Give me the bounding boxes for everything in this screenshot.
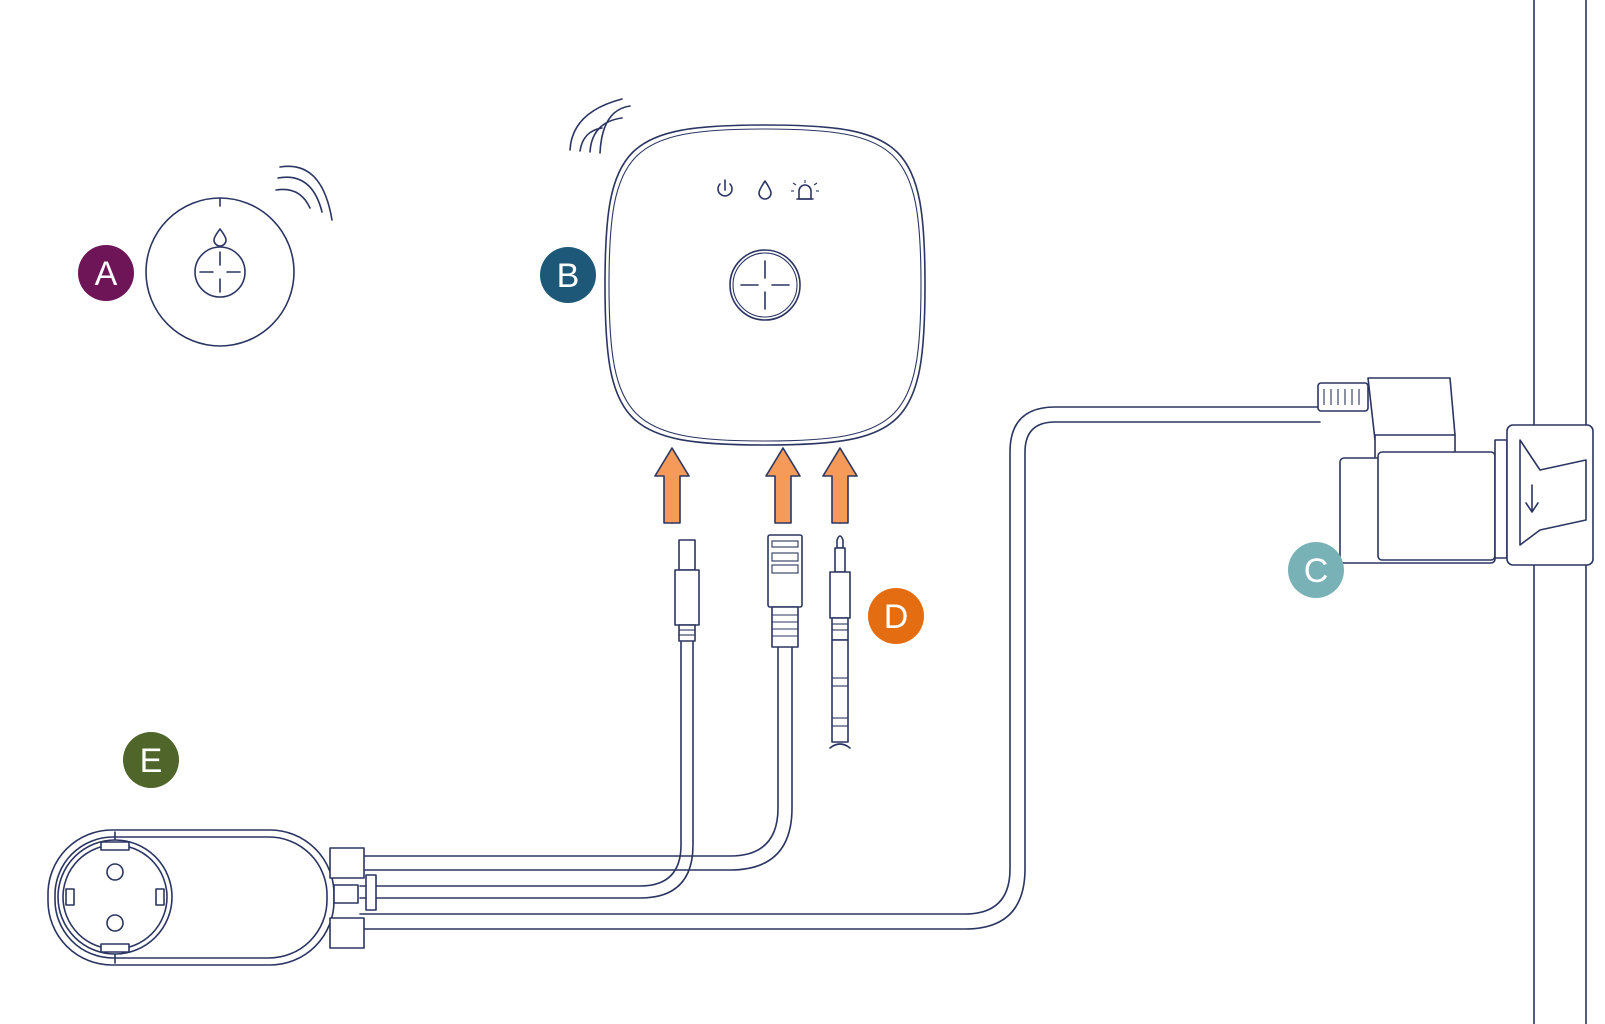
schuko-socket xyxy=(57,839,173,955)
badge-c: C xyxy=(1288,542,1344,598)
hub-button xyxy=(729,249,801,321)
badge-e: E xyxy=(123,732,179,788)
wireless-signal-icon xyxy=(569,98,631,154)
badge-b-label: B xyxy=(557,257,580,295)
arrow-power xyxy=(654,447,690,524)
network-cable xyxy=(359,644,793,871)
dc-plug xyxy=(674,539,700,642)
hub-device xyxy=(569,98,926,446)
power-cable xyxy=(359,641,694,899)
badge-c-label: C xyxy=(1304,552,1329,590)
arrow-network xyxy=(765,447,801,524)
alarm-icon xyxy=(791,180,819,200)
badge-a-label: A xyxy=(95,255,118,293)
network-plug xyxy=(767,534,803,648)
arrow-audio xyxy=(822,447,858,524)
water-drop-icon xyxy=(758,180,772,200)
wireless-signal-icon xyxy=(275,165,333,221)
badge-b: B xyxy=(540,247,596,303)
water-valve xyxy=(1317,377,1594,566)
audio-plug xyxy=(829,535,851,749)
water-drop-icon xyxy=(213,228,227,247)
water-sensor xyxy=(145,165,333,347)
badge-d: D xyxy=(868,588,924,644)
badge-d-label: D xyxy=(884,598,909,636)
power-icon xyxy=(717,179,733,197)
badge-a: A xyxy=(78,245,134,301)
power-adapter xyxy=(47,829,377,966)
badge-e-label: E xyxy=(140,742,163,780)
connection-arrows xyxy=(654,447,858,524)
valve-cable xyxy=(359,406,1321,930)
